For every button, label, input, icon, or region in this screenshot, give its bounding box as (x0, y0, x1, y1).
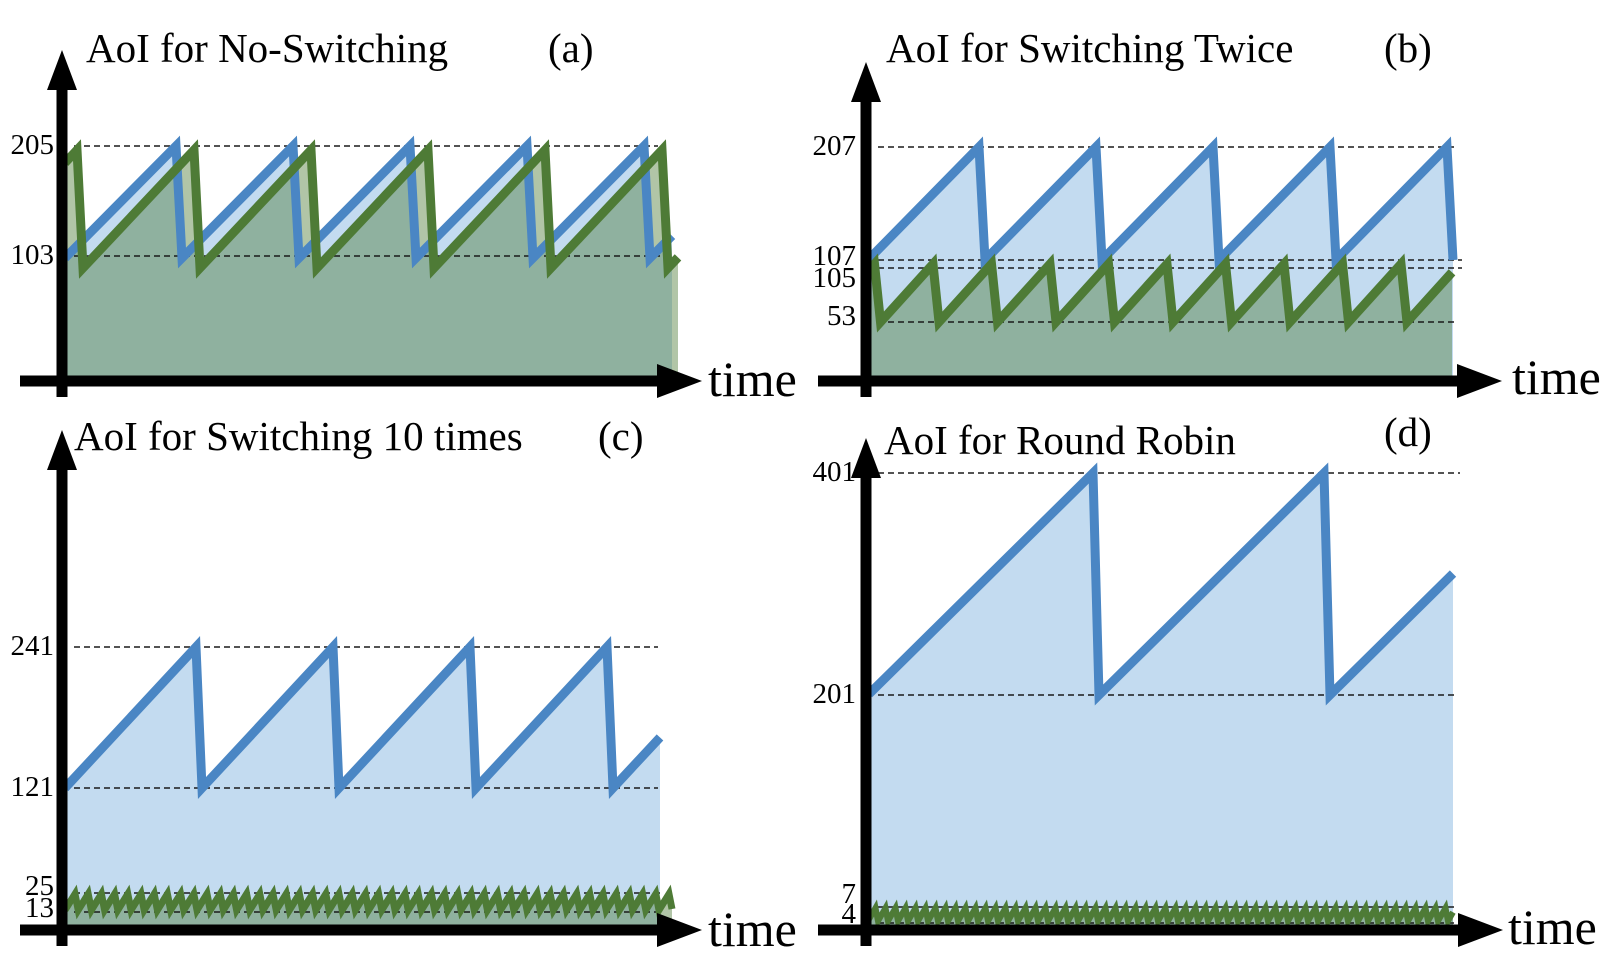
panel-b-x-axis-arrow-icon (1457, 364, 1502, 398)
panel-a-blue-area (65, 146, 672, 381)
panel-b-ytick-107: 107 (812, 240, 857, 272)
panel-a-title: AoI for No-Switching (86, 25, 449, 71)
panel-b-y-axis (860, 100, 872, 397)
panel-d-x-axis (818, 924, 1463, 936)
panel-d-tag: (d) (1384, 409, 1432, 455)
panel-c-x-axis-arrow-icon (657, 913, 702, 947)
panel-c-ytick-13: 13 (25, 892, 54, 924)
panel-a-ytick-103: 103 (10, 239, 55, 271)
panel-c-blue-line (61, 636, 664, 799)
panel-a-y-axis (56, 88, 68, 397)
panel-a-x-axis-arrow-icon (657, 364, 702, 398)
panel-d-green-line (866, 899, 1456, 930)
panel-d-plot (818, 438, 1503, 947)
panel-c-tag: (c) (598, 413, 644, 459)
panel-b-y-axis-arrow-icon (851, 62, 881, 102)
panel-c-title: AoI for Switching 10 times (74, 413, 523, 459)
panel-d-ytick-7: 7 (841, 878, 857, 910)
panel-d-y-axis-arrow-icon (851, 438, 881, 478)
panel-b-tag: (b) (1384, 25, 1432, 71)
panel-b-x-axis (818, 375, 1462, 387)
panel-d-y-axis (860, 476, 872, 946)
panel-b-ytick-105: 105 (812, 262, 857, 294)
panel-b-blue-line (865, 136, 1458, 271)
panel-c-ytick-241: 241 (10, 630, 55, 662)
panel-a-green-line (61, 139, 682, 279)
panel-c-plot (20, 430, 702, 947)
panel-a-xlabel: time (708, 351, 797, 407)
panel-c-ytick-121: 121 (10, 771, 55, 803)
panel-d-title: AoI for Round Robin (884, 417, 1236, 463)
panel-c-green-line (62, 884, 676, 920)
panel-b-green-line (865, 253, 1456, 333)
panel-d-xlabel: time (1508, 899, 1597, 955)
panel-d-blue-area (869, 473, 1453, 930)
panel-b-title: AoI for Switching Twice (886, 25, 1294, 71)
panel-c-y-axis-arrow-icon (47, 430, 77, 470)
panel-b-ytick-53: 53 (827, 300, 856, 332)
panel-d-ytick-401: 401 (812, 456, 857, 488)
panel-a-ytick-205: 205 (10, 129, 55, 161)
panel-d-x-axis-arrow-icon (1458, 913, 1503, 947)
panel-d-ytick-201: 201 (812, 678, 857, 710)
panel-c-y-axis (56, 468, 68, 946)
panel-c-blue-area (65, 647, 660, 930)
panel-a-plot (20, 50, 702, 398)
panel-a-x-axis (20, 375, 662, 387)
panel-c-x-axis (20, 924, 662, 936)
panel-c-ytick-25: 25 (25, 870, 54, 902)
panel-d-ytick-4: 4 (841, 898, 857, 930)
panel-d-blue-line (865, 462, 1457, 706)
panel-c-xlabel: time (708, 901, 797, 957)
panel-a-green-area (65, 150, 678, 381)
panel-b-ytick-207: 207 (812, 130, 857, 162)
panel-b-xlabel: time (1512, 349, 1601, 405)
panel-b-plot (818, 62, 1502, 398)
panel-a-tag: (a) (548, 25, 594, 71)
panel-a-y-axis-arrow-icon (47, 50, 77, 90)
